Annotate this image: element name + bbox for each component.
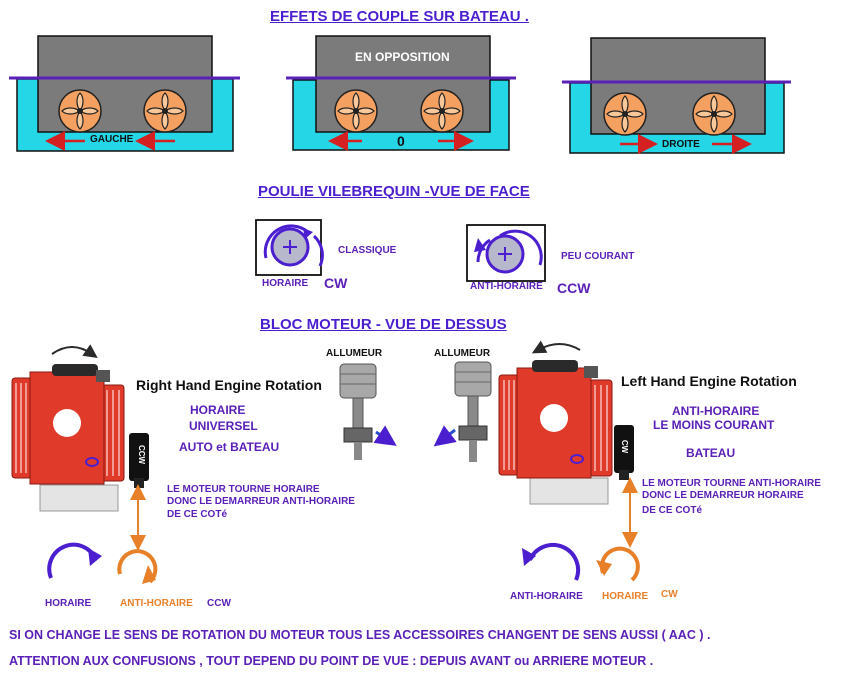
- left-engine-line-2: UNIVERSEL: [189, 419, 258, 433]
- heading-poulie: POULIE VILEBREQUIN -VUE DE FACE: [258, 183, 530, 200]
- boat-left: [9, 35, 240, 152]
- heading-bloc: BLOC MOTEUR - VUE DE DESSUS: [260, 316, 507, 333]
- pulley-left-direction: HORAIRE: [262, 278, 309, 289]
- left-starter-rotation-label: ANTI-HORAIRE: [120, 598, 193, 609]
- left-note-line-1: LE MOTEUR TOURNE HORAIRE: [167, 484, 320, 495]
- engine-rotation-horaire: [47, 542, 102, 579]
- pulley-left-note: CLASSIQUE: [338, 245, 397, 256]
- distributor-right: [433, 361, 492, 462]
- right-engine-line-3: BATEAU: [686, 446, 736, 460]
- distributor-right-label: ALLUMEUR: [434, 348, 491, 359]
- rotation-arrow-icon: [117, 549, 158, 584]
- starter-icon: [614, 425, 634, 473]
- boat-middle-label: 0: [397, 133, 405, 149]
- propeller-icon: [420, 89, 464, 133]
- left-note-line-2: DONC LE DEMARREUR ANTI-HORAIRE: [167, 496, 355, 507]
- starter-left: [129, 433, 149, 488]
- propeller-icon: [143, 89, 187, 133]
- rotation-arrow-icon: [263, 224, 309, 259]
- right-note-line-2: DONC LE DEMARREUR HORAIRE: [642, 490, 804, 501]
- distributor-left: [339, 363, 397, 460]
- pulley-right-code: CCW: [557, 280, 591, 296]
- right-note-line-3: DE CE COTé: [642, 505, 703, 516]
- distributor-icon: [343, 427, 373, 443]
- right-engine-title: Left Hand Engine Rotation: [621, 373, 797, 389]
- starter-right: [614, 425, 634, 480]
- footer-line-2: ATTENTION AUX CONFUSIONS , TOUT DEPEND D…: [9, 654, 654, 668]
- right-note-line-1: LE MOTEUR TOURNE ANTI-HORAIRE: [642, 478, 821, 489]
- engine-block-right: [498, 340, 613, 505]
- boat-left-label: GAUCHE: [90, 134, 134, 145]
- propeller-icon: [58, 89, 102, 133]
- boat-middle-top-label: EN OPPOSITION: [355, 50, 450, 64]
- left-rotation-code: CCW: [207, 598, 231, 609]
- distributor-left-label: ALLUMEUR: [326, 348, 383, 359]
- propeller-icon: [603, 92, 647, 136]
- left-starter-code: CCW: [137, 444, 147, 465]
- distributor-icon: [458, 425, 488, 441]
- pulley-ccw: [466, 224, 546, 282]
- right-rotation-code: CW: [661, 589, 678, 600]
- rotation-arrow-icon: [499, 229, 543, 266]
- left-engine-line-3: AUTO et BATEAU: [179, 440, 280, 454]
- right-engine-rotation-label: ANTI-HORAIRE: [510, 591, 583, 602]
- rotation-arrow-icon: [51, 344, 98, 359]
- right-engine-line-2: LE MOINS COURANT: [653, 418, 775, 432]
- left-engine-line-1: HORAIRE: [190, 403, 246, 417]
- left-note-line-3: DE CE COTé: [167, 509, 228, 520]
- right-starter-rotation-label: HORAIRE: [602, 591, 649, 602]
- left-engine-rotation-label: HORAIRE: [45, 598, 92, 609]
- rotation-arrow-icon: [528, 542, 581, 581]
- pulley-right-note: PEU COURANT: [561, 251, 635, 262]
- engine-rotation-anti-horaire: [522, 542, 581, 581]
- pulley-left-code: CW: [324, 275, 348, 291]
- boat-middle: [286, 35, 516, 151]
- right-engine-line-1: ANTI-HORAIRE: [672, 404, 760, 418]
- starter-icon: [129, 433, 149, 481]
- engine-block-left: [11, 344, 125, 512]
- boat-right: [562, 37, 791, 154]
- starter-rotation-horaire: [596, 546, 640, 582]
- pulley-cw: [255, 219, 324, 276]
- footer-line-1: SI ON CHANGE LE SENS DE ROTATION DU MOTE…: [9, 628, 711, 642]
- starter-rotation-anti-horaire: [117, 549, 158, 584]
- propeller-icon: [692, 92, 736, 136]
- propeller-icon: [334, 89, 378, 133]
- heading-couple: EFFETS DE COUPLE SUR BATEAU .: [270, 8, 529, 25]
- boat-right-label: DROITE: [662, 139, 700, 150]
- rotation-arrow-icon: [531, 340, 581, 354]
- right-starter-code: CW: [620, 439, 630, 454]
- left-engine-title: Right Hand Engine Rotation: [136, 377, 322, 393]
- pulley-right-direction: ANTI-HORAIRE: [470, 281, 543, 292]
